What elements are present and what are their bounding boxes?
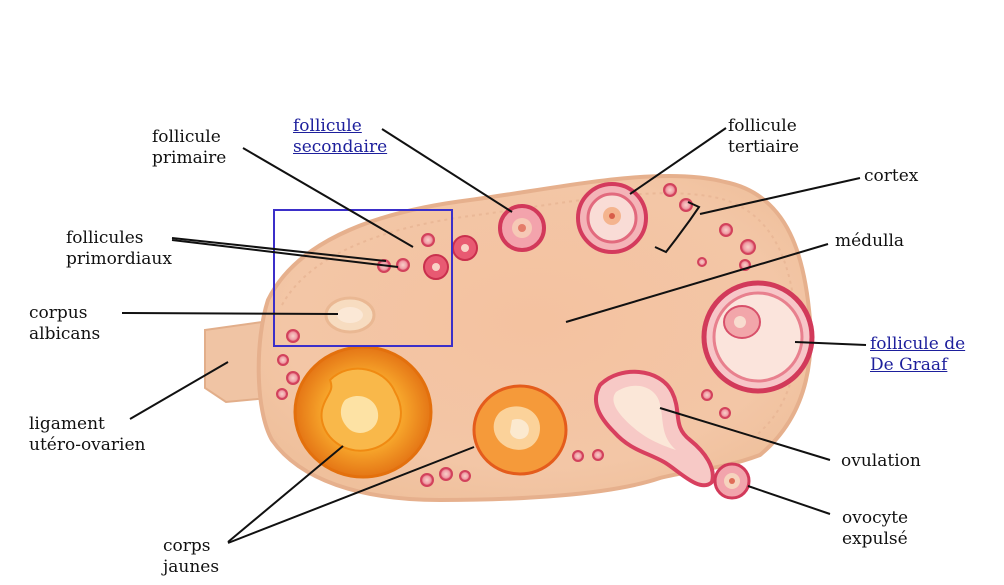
label-ligament-utero-ovarien: ligament utéro-ovarien xyxy=(29,414,146,456)
label-ovocyte-expulse: ovocyte expulsé xyxy=(842,508,908,550)
link-follicule-de-graaf[interactable]: follicule de De Graaf xyxy=(870,334,965,376)
secondary-follicle-shape xyxy=(500,206,544,250)
tertiary-follicle-shape xyxy=(578,184,646,252)
corpus-luteum-large xyxy=(295,347,431,477)
graafian-follicle-shape xyxy=(704,283,812,391)
link-follicule-secondaire[interactable]: follicule secondaire xyxy=(293,116,387,158)
label-follicule-tertiaire: follicule tertiaire xyxy=(728,116,799,158)
label-follicules-primordiaux: follicules primordiaux xyxy=(66,228,172,270)
label-medulla: médulla xyxy=(835,231,904,252)
primary-follicle-shape xyxy=(424,255,448,279)
expelled-oocyte-shape xyxy=(715,464,749,498)
label-corps-jaunes: corps jaunes xyxy=(163,536,219,578)
label-follicule-primaire: follicule primaire xyxy=(152,127,226,169)
label-ovulation: ovulation xyxy=(841,451,921,472)
growing-follicle-shape xyxy=(453,236,477,260)
label-corpus-albicans: corpus albicans xyxy=(29,303,100,345)
corpus-luteum-small xyxy=(474,386,566,474)
label-cortex: cortex xyxy=(864,166,918,187)
corpus-albicans-shape xyxy=(326,298,374,332)
